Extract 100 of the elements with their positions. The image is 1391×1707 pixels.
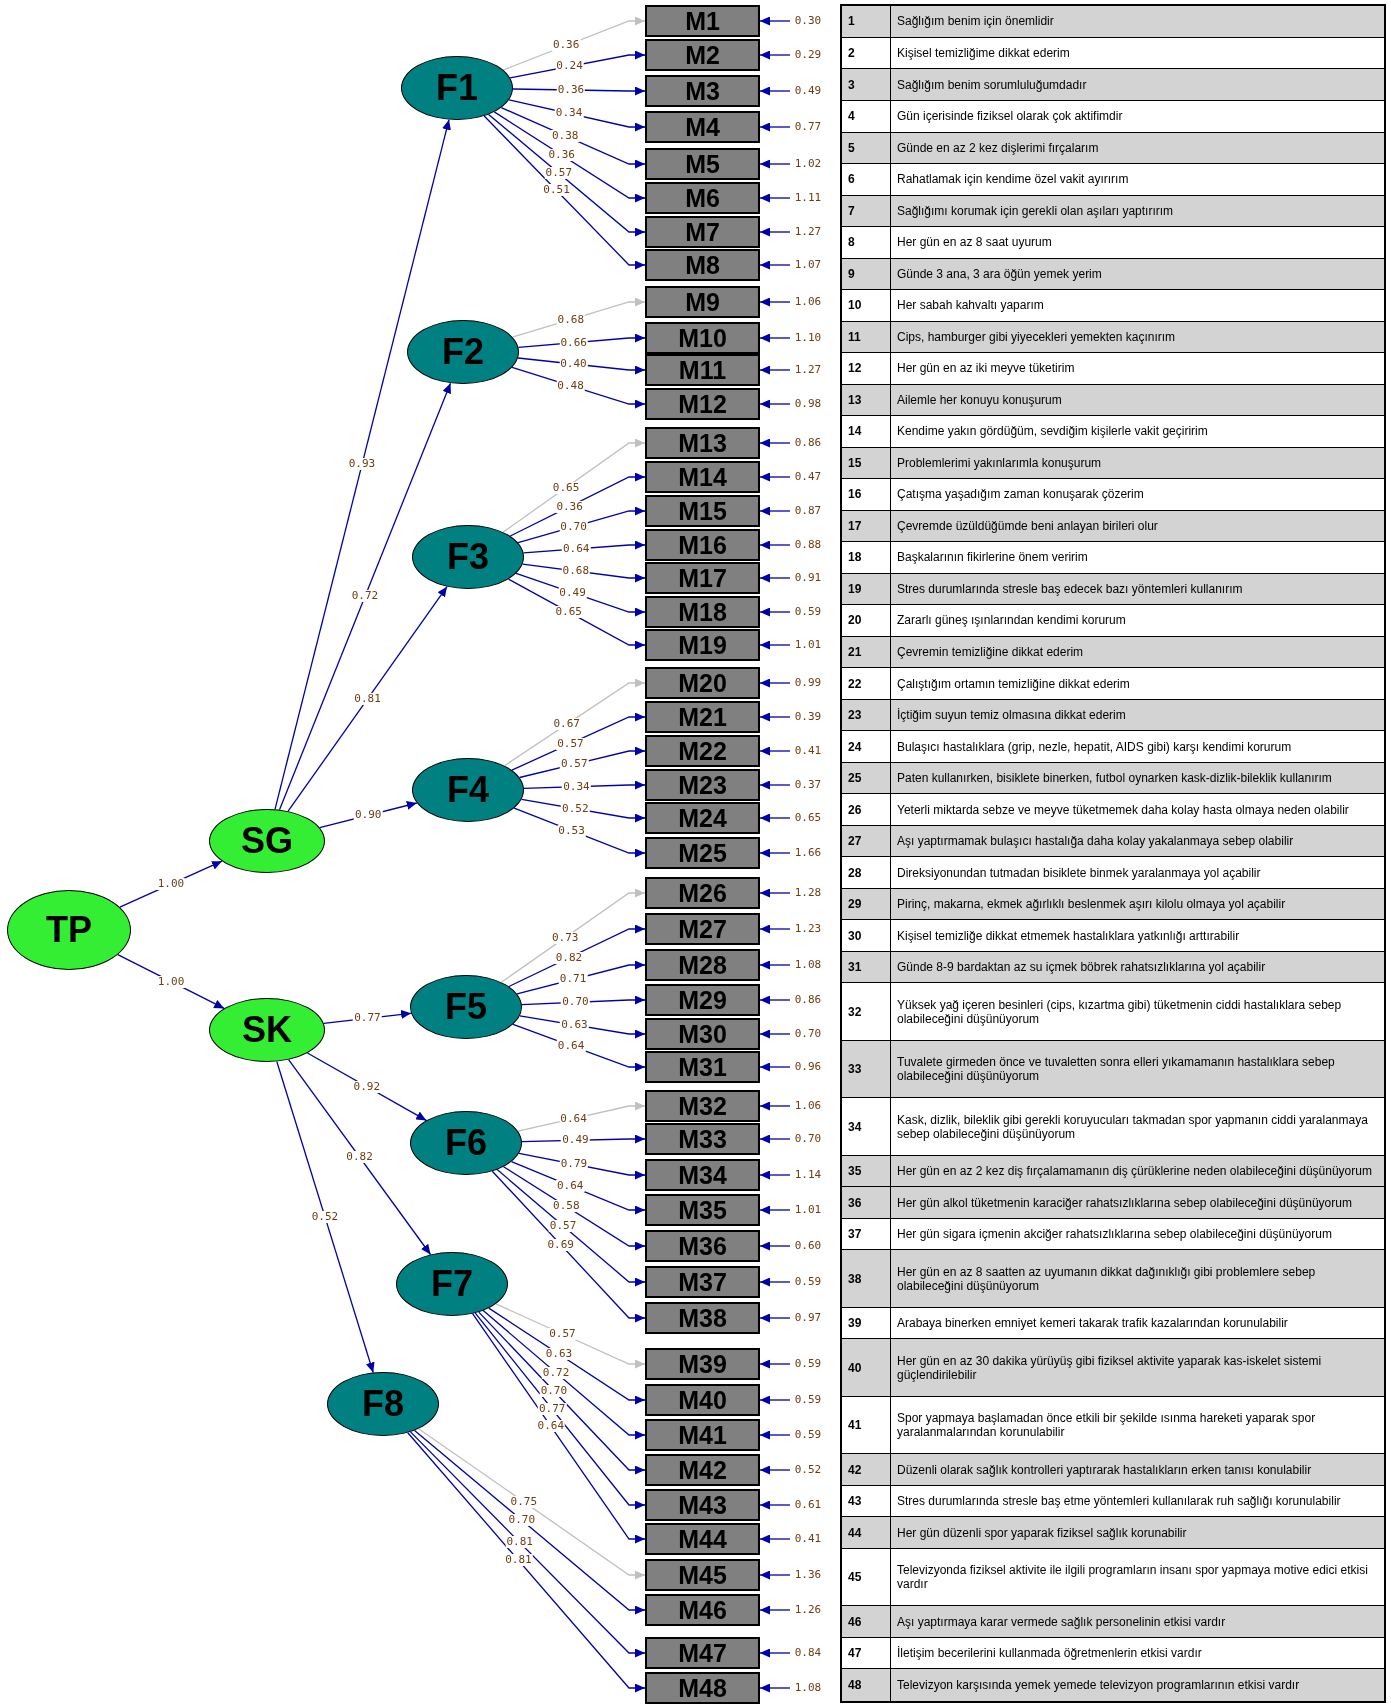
item-statement: Cips, hamburger gibi yiyecekleri yemekten kaçınırım — [890, 321, 1385, 353]
item-statement: Düzenli olarak sağlık kontrolleri yaptırarak hastalıkların erken tanısı konulabilir — [890, 1453, 1385, 1486]
item-statement: Yeterli miktarda sebze ve meyve tüketmemek daha kolay hasta olmaya neden olabilir — [890, 793, 1385, 826]
arrow — [306, 1052, 427, 1122]
arrow — [519, 1015, 646, 1039]
item-statement: Aşı yaptırmaya karar vermede sağlık personelinin etkisi vardır — [890, 1605, 1385, 1638]
item-number: 35 — [841, 1155, 891, 1187]
arrow — [759, 1570, 791, 1580]
arrow — [323, 1010, 412, 1025]
edge-label: 0.63 — [544, 1348, 574, 1361]
edge-label: 0.81 — [353, 692, 382, 705]
arrow — [759, 472, 791, 482]
indicator-box: M23 — [645, 769, 760, 801]
edge-label: 0.59 — [793, 1358, 823, 1370]
edge-label: 0.58 — [552, 1200, 581, 1213]
edge-label: 0.66 — [559, 336, 588, 349]
edge-label: 0.36 — [551, 39, 581, 52]
arrow — [759, 333, 791, 343]
arrow — [759, 1648, 791, 1658]
arrow — [417, 1428, 646, 1580]
indicator-box: M21 — [645, 701, 760, 733]
edge-label: 1.14 — [793, 1169, 823, 1181]
edge-label: 1.01 — [793, 639, 823, 651]
item-statement: Problemlerimi yakınlarımla konuşurum — [890, 447, 1385, 479]
indicator-box: M46 — [645, 1594, 760, 1626]
item-number: 17 — [841, 510, 891, 542]
item-statement: Sağlığım benim sorumluluğumdadır — [890, 68, 1385, 101]
edge-label: 0.93 — [347, 458, 377, 471]
arrow — [759, 1205, 791, 1215]
latent-variable-ellipse: F5 — [410, 975, 522, 1039]
item-number: 1 — [841, 5, 891, 38]
arrow — [759, 122, 791, 132]
indicator-box: M41 — [645, 1419, 760, 1451]
arrow — [520, 798, 646, 823]
edge-label: 1.23 — [793, 923, 823, 935]
item-number: 13 — [841, 384, 891, 416]
item-number: 18 — [841, 541, 891, 574]
item-statement: Paten kullanırken, bisiklete binerken, futbol oynarken kask-dizlik-bileklik kullanırım — [890, 762, 1385, 794]
edge-label: 0.86 — [793, 437, 823, 449]
edge-label: 1.07 — [793, 259, 823, 271]
indicator-box: M5 — [645, 148, 760, 180]
item-number: 6 — [841, 163, 891, 196]
item-number: 44 — [841, 1516, 891, 1549]
item-number: 26 — [841, 793, 891, 826]
item-statement: İçtiğim suyun temiz olmasına dikkat ederim — [890, 699, 1385, 731]
latent-variable-ellipse: SK — [209, 998, 325, 1062]
arrow — [274, 119, 451, 810]
arrow — [119, 860, 223, 908]
edge-label: 0.53 — [557, 824, 586, 837]
arrow — [507, 578, 646, 650]
arrow — [759, 678, 791, 688]
item-number: 15 — [841, 447, 891, 479]
item-number: 45 — [841, 1548, 891, 1606]
item-statement: Rahatlamak için kendime özel vakit ayırırım — [890, 163, 1385, 196]
item-statement: Her sabah kahvaltı yaparım — [890, 289, 1385, 322]
edge-label: 0.37 — [793, 779, 823, 791]
item-statement: Tuvalete girmeden önce ve tuvaletten sonra elleri yıkamamanın hastalıklara sebep olabileceğini düşünüyorum — [890, 1040, 1385, 1098]
arrow — [521, 563, 646, 583]
arrow — [759, 506, 791, 516]
latent-variable-ellipse: F7 — [396, 1252, 508, 1316]
edge-label: 0.75 — [509, 1495, 538, 1508]
arrow — [759, 227, 791, 237]
item-statement: Pirinç, makarna, ekmek ağırlıklı beslenmek aşırı kilolu olmaya yol açabilir — [890, 888, 1385, 920]
arrow — [759, 1465, 791, 1475]
item-statement: Televizyonda fiziksel aktivite ile ilgili programların insanı spor yapmaya motive edici etkisi vardır — [890, 1548, 1385, 1606]
arrow — [522, 540, 646, 554]
edge-label: 0.48 — [556, 379, 585, 392]
edge-label: 0.70 — [539, 1385, 569, 1398]
arrow — [759, 1170, 791, 1180]
edge-label: 1.08 — [793, 1682, 823, 1694]
indicator-box: M42 — [645, 1454, 760, 1486]
latent-variable-ellipse: F1 — [401, 56, 513, 120]
arrow — [759, 1430, 791, 1440]
arrow — [759, 159, 791, 169]
arrow — [471, 1313, 646, 1544]
item-number: 48 — [841, 1668, 891, 1702]
indicator-box: M35 — [645, 1194, 760, 1226]
arrow — [502, 1166, 646, 1251]
edge-label: 1.27 — [793, 364, 823, 376]
item-statement: Her gün sigara içmenin akciğer rahatsızlıklarına sebep olabileceğini düşünüyorum — [890, 1218, 1385, 1250]
item-number: 7 — [841, 195, 891, 227]
item-number: 3 — [841, 68, 891, 101]
edge-label: 1.28 — [793, 887, 823, 899]
edge-label: 0.67 — [552, 718, 581, 731]
edge-label: 0.71 — [558, 973, 588, 986]
arrow — [413, 1429, 646, 1615]
item-number: 14 — [841, 415, 891, 448]
arrow — [287, 1059, 432, 1256]
arrow — [478, 1311, 646, 1475]
item-number: 20 — [841, 604, 891, 637]
item-statement: Kask, dizlik, bileklik gibi gerekli koruyucuları takmadan spor yapmanın ciddi yaralanmaya sebep olabileceğini düşünüyorum — [890, 1097, 1385, 1156]
indicator-box: M31 — [645, 1051, 760, 1083]
arrow — [759, 540, 791, 550]
indicator-box: M48 — [645, 1672, 760, 1704]
arrow — [759, 86, 791, 96]
item-statement: İletişim becerilerini kullanmada öğretmenlerin etkisi vardır — [890, 1637, 1385, 1669]
latent-variable-ellipse: F6 — [410, 1111, 522, 1175]
arrow — [759, 1395, 791, 1405]
item-number: 39 — [841, 1307, 891, 1339]
arrow — [516, 960, 646, 995]
